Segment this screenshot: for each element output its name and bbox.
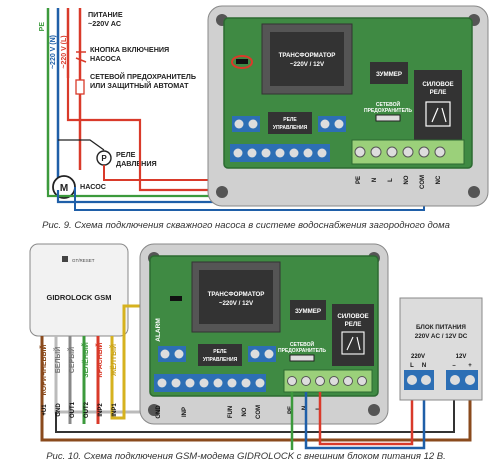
fig10-control-relay-label-1: РЕЛЕ [213, 349, 227, 355]
pressure-relay-symbol: P [58, 139, 112, 166]
fig9-control-relay-label-1: РЕЛЕ [283, 117, 297, 123]
fig9-buzzer [370, 62, 408, 84]
psu-in-n: N [422, 363, 426, 369]
wire-color-green: ЗЕЛЁНЫЙ [81, 342, 90, 378]
wire-color-gray: СЕРЫЙ [67, 347, 76, 373]
pin-out2: OUT2 [84, 401, 90, 418]
pin-inp1: INP1 [112, 403, 118, 417]
relay-contact-icon [425, 101, 451, 127]
board-pin-no: NO [242, 407, 248, 416]
board-pin-gnd: GND [156, 405, 162, 419]
fig10-control-relay-label-2: УПРАВЛЕНИЯ [203, 357, 238, 363]
board-pin-fun: FUN [228, 406, 234, 418]
pressure-relay-label-line1: РЕЛЕ [116, 150, 136, 159]
pin-out1: OUT1 [70, 401, 76, 418]
fig9-board-fuse [375, 114, 401, 122]
gsm-modem-name: GIDROLOCK GSM [47, 293, 112, 302]
neutral-wire-label: ~220 V (N) [50, 35, 57, 69]
pin-gnd: GND [56, 403, 62, 417]
fig9-blue-terminals-bottom [230, 144, 330, 162]
wire-color-red: КРАСНЫЙ [95, 342, 104, 377]
pressure-relay-label-line2: ДАВЛЕНИЯ [116, 159, 157, 168]
fig10-power-relay-label-2: РЕЛЕ [345, 321, 362, 328]
wire-color-brown: КОРИЧНЕВЫЙ [39, 345, 48, 396]
fig9-power-relay-label-2: РЕЛЕ [430, 89, 447, 96]
psu-out-plus: + [468, 363, 472, 369]
fuse-label-line2: ИЛИ ЗАЩИТНЫЙ АВТОМАТ [90, 81, 189, 90]
terminal-nc: NC [436, 175, 442, 184]
fig10-relay-contact-icon [341, 331, 365, 355]
power-label-line2: ~220V AC [88, 19, 121, 28]
fig9-control-relay-label-2: УПРАВЛЕНИЯ [273, 125, 308, 131]
fig10-buzzer-label: ЗУММЕР [295, 308, 321, 315]
terminal-pe: PE [356, 176, 362, 184]
terminal-com: COM [420, 175, 426, 189]
fig10-jumper-icon [170, 296, 182, 301]
pump-button-symbol [75, 51, 87, 63]
fig10-power-relay [332, 304, 374, 366]
psu-in-label: 220V [411, 354, 425, 360]
fig9-power-terminal-block [351, 139, 465, 165]
fig9-buzzer-label: ЗУММЕР [376, 71, 402, 78]
pin-u1: +U1 [42, 404, 48, 416]
live-wire-label: ~220 V (L) [61, 35, 68, 68]
fig10-power-terminal-block [283, 369, 373, 393]
fig10-power-relay-label-1: СИЛОВОЕ [337, 313, 368, 320]
fig10-control-relay [198, 344, 242, 366]
wire-color-yellow: ЖЁЛТЫЙ [109, 344, 118, 377]
button-label-line2: НАСОСА [90, 54, 121, 63]
psu-title-1: БЛОК ПИТАНИЯ [416, 324, 466, 331]
power-label-line1: ПИТАНИЕ [88, 10, 123, 19]
mains-fuse-symbol [75, 79, 85, 95]
fig9-board-fuse-label-2: ПРЕДОХРАНИТЕЛЬ [364, 108, 412, 114]
fig9-control-relay [268, 112, 312, 134]
fig10-transformer-label-1: ТРАНСФОРМАТОР [208, 291, 265, 298]
board-pin-inp: INP [182, 407, 188, 417]
board-pin-com: COM [256, 405, 262, 419]
gsm-modem [29, 243, 129, 337]
fig9-blue-terminals-top [232, 116, 346, 132]
pump-motor-letter: M [60, 183, 68, 194]
jumper-icon [236, 59, 248, 64]
psu-in-l: L [410, 363, 414, 369]
fig10-buzzer [290, 300, 326, 320]
terminal-n: N [372, 178, 378, 182]
alarm-label: ALARM [155, 318, 162, 341]
fig9-power-relay-label-1: СИЛОВОЕ [422, 81, 453, 88]
fig9-transformer-label-1: ТРАНСФОРМАТОР [279, 52, 336, 59]
fig10-caption: Рис. 10. Схема подключения GSM-модема GI… [46, 451, 446, 462]
psu-out-label: 12V [456, 354, 467, 360]
fig10-board-fuse-label-2: ПРЕДОХРАНИТЕЛЬ [278, 348, 326, 354]
fig9-caption: Рис. 9. Схема подключения скважного насо… [42, 220, 450, 231]
terminal-no: NO [404, 175, 410, 184]
svg-text:P: P [101, 154, 107, 163]
jumper-highlight [231, 55, 253, 69]
fuse-label-line1: СЕТЕВОЙ ПРЕДОХРАНИТЕЛЬ [90, 72, 196, 81]
fig9-transformer-label-2: ~220V / 12V [290, 61, 325, 68]
fig10-transformer-label-2: ~220V / 12V [219, 300, 254, 307]
pin-inp2: INP2 [98, 403, 104, 417]
pump-label: НАСОС [80, 182, 106, 191]
fig10-board-fuse [289, 354, 315, 362]
psu-title-2: 220V AC / 12V DC [415, 333, 468, 340]
fig10-n-wire [304, 392, 426, 450]
fig10-l-wire [318, 392, 414, 446]
terminal-l: L [388, 178, 394, 182]
gsm-reset-label: GT/RESET [72, 258, 95, 263]
fig9-board-fuse-label-1: СЕТЕВОЙ [376, 100, 401, 108]
psu-terminals [404, 370, 478, 390]
fig9-power-relay [414, 70, 462, 142]
button-label-line1: КНОПКА ВКЛЮЧЕНИЯ [90, 45, 169, 54]
psu-out-minus: – [452, 363, 456, 369]
fig10-board-fuse-label-1: СЕТЕВОЙ [290, 340, 315, 348]
fig10-blue-terminals [154, 346, 276, 392]
wire-color-white: БЕЛЫЙ [53, 347, 62, 374]
pe-wire-label: PE [39, 22, 46, 32]
